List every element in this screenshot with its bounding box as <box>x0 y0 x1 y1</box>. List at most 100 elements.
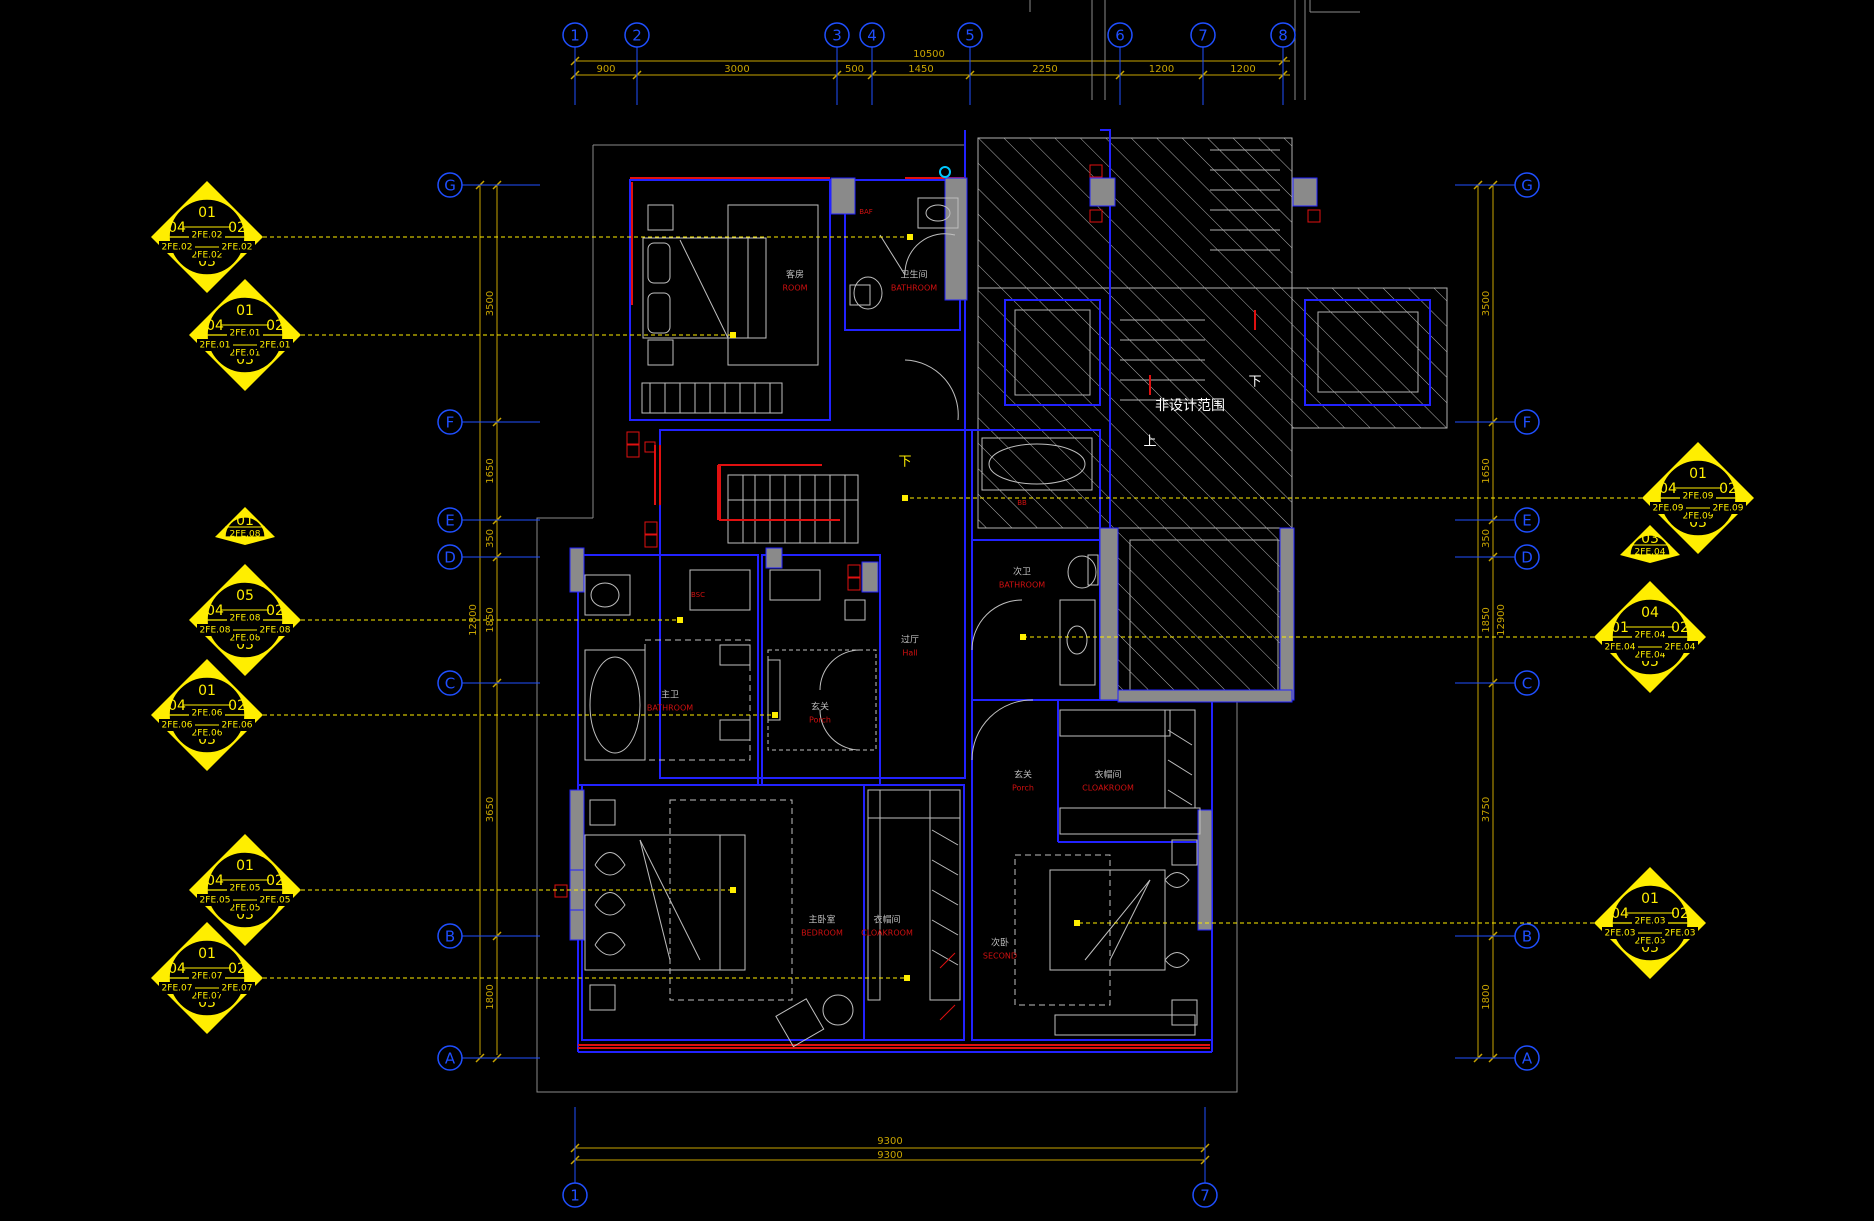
dim-left-segment: 3500 <box>485 291 496 316</box>
leader-end-marker <box>730 332 736 338</box>
room-name-en: BATHROOM <box>891 284 937 293</box>
tag-reference: 2FE.09 <box>1713 504 1744 514</box>
dim-right-segment: 350 <box>1481 529 1492 548</box>
tag-east: 02 <box>228 220 246 236</box>
axis-bubble-a: A <box>1455 1045 1540 1071</box>
axis-bubble-4: 4 <box>859 22 885 105</box>
tag-reference: 2FE.06 <box>192 729 223 739</box>
axis-bubble-f: F <box>1455 409 1540 435</box>
dim-right-segment: 1650 <box>1481 458 1492 483</box>
fixture-label: BAF <box>859 208 873 216</box>
axis-bubble-label: 1 <box>570 27 580 45</box>
tag-west: 04 <box>168 961 186 977</box>
tag-reference: 2FE.02 <box>192 251 223 261</box>
tag-west: 04 <box>1611 906 1629 922</box>
axis-bubble-1: 1 <box>562 1107 588 1208</box>
tag-east: 02 <box>266 318 284 334</box>
axis-bubble-label: 2 <box>632 27 642 45</box>
axis-bubble-label: 8 <box>1278 27 1288 45</box>
room-name-en: BEDROOM <box>801 929 843 938</box>
fixture-label: BB <box>1017 499 1027 507</box>
axis-bubble-label: E <box>1522 512 1531 530</box>
dim-right-segment: 3750 <box>1481 797 1492 822</box>
furniture <box>584 197 1201 1048</box>
axis-bubble-label: 7 <box>1198 27 1208 45</box>
axis-bubble-label: G <box>1521 177 1533 195</box>
axis-bubble-3: 3 <box>824 22 850 105</box>
tag-reference: 2FE.02 <box>222 243 253 253</box>
room-label: 卫生间 BATHROOM <box>891 269 937 293</box>
room-name-cn: 次卧 <box>991 937 1009 949</box>
room-name-en: Porch <box>1012 784 1034 793</box>
dim-top-segment: 1200 <box>1230 64 1255 75</box>
elevation-leader-lines <box>207 234 1698 981</box>
dim-top-segment: 900 <box>596 64 615 75</box>
dim-left-segment: 1800 <box>485 984 496 1009</box>
tag-west: 04 <box>206 318 224 334</box>
stair-down-label: 下 <box>898 455 911 470</box>
leader-end-marker <box>1020 634 1026 640</box>
dim-left-segment: 350 <box>485 529 496 548</box>
dim-left-segment: 3650 <box>485 797 496 822</box>
tag-north: 01 <box>1689 466 1707 482</box>
tag-reference: 2FE.06 <box>162 721 193 731</box>
tag-reference: 2FE.08 <box>260 626 291 636</box>
axis-bubble-6: 6 <box>1107 22 1133 105</box>
axis-bubble-label: B <box>445 928 455 946</box>
tag-reference: 2FE.02 <box>162 243 193 253</box>
axis-bubble-5: 5 <box>957 22 983 105</box>
tag-reference: 2FE.04 <box>1635 651 1666 661</box>
tag-reference: 2FE.01 <box>230 329 261 339</box>
axis-bubble-e: E <box>1455 507 1540 533</box>
tag-reference: 2FE.04 <box>1605 643 1636 653</box>
tag-east: 02 <box>1719 481 1737 497</box>
hatched-non-design-area <box>977 137 1448 701</box>
leader-end-marker <box>1074 920 1080 926</box>
tag-reference: 2FE.07 <box>192 992 223 1002</box>
axis-bubble-label: C <box>445 675 455 693</box>
axis-bubble-label: G <box>444 177 456 195</box>
axis-bubble-label: A <box>445 1050 456 1068</box>
axis-bubble-label: 1 <box>570 1187 580 1205</box>
tag-north: 01 <box>236 513 254 529</box>
dim-top-segment: 2250 <box>1032 64 1057 75</box>
room-name-cn: 衣帽间 <box>1094 769 1121 781</box>
tag-reference: 2FE.09 <box>1683 492 1714 502</box>
tag-north: 01 <box>1641 891 1659 907</box>
dim-bottom-overall: 9300 <box>877 1136 902 1147</box>
axis-bubble-label: 6 <box>1115 27 1125 45</box>
leader-end-marker <box>902 495 908 501</box>
dim-right-segment: 1800 <box>1481 984 1492 1009</box>
tag-west: 04 <box>1659 481 1677 497</box>
room-name-cn: 卫生间 <box>900 269 927 281</box>
room-name-cn: 衣帽间 <box>873 914 900 926</box>
red-wall-accents <box>578 177 1210 1049</box>
tag-reference: 2FE.09 <box>1653 504 1684 514</box>
axis-bubble-label: F <box>446 414 455 432</box>
axis-bubble-c: C <box>1455 670 1540 696</box>
tag-west: 04 <box>168 698 186 714</box>
switch-markers <box>554 164 1321 898</box>
room-name-en: Porch <box>809 716 831 725</box>
